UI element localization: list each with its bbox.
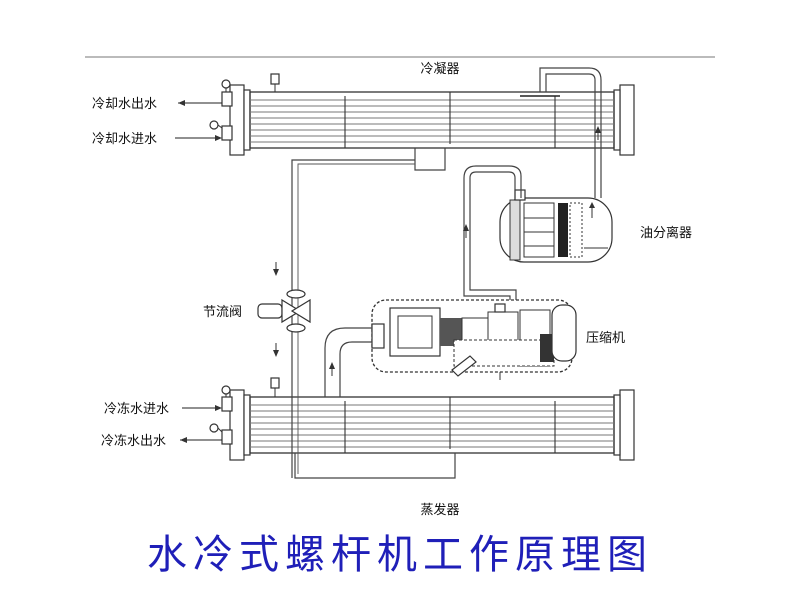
condenser-shell	[249, 91, 615, 149]
cooling-water-out-label: 冷却水出水	[92, 97, 157, 112]
chilled-water-out-label: 冷冻水出水	[101, 433, 166, 449]
chilled-water-in-label: 冷冻水进水	[104, 401, 169, 417]
evaporator-label: 蒸发器	[420, 502, 459, 518]
compressor-label: 压缩机	[586, 330, 625, 346]
condenser-label: 冷凝器	[420, 61, 459, 77]
discharge-line	[520, 67, 602, 198]
cooling-water-in-label: 冷却水进水	[92, 132, 157, 147]
chilled-water-arrows	[180, 405, 222, 443]
condenser	[209, 73, 635, 171]
oil-separator-label: 油分离器	[640, 225, 692, 241]
oil-separator	[499, 189, 613, 263]
evaporator-shell	[249, 396, 615, 454]
condenser-right-flange	[619, 84, 635, 156]
cooling-water-arrows	[175, 100, 222, 141]
condenser-left-sheet	[243, 89, 251, 151]
evaporator-tube-bundle	[250, 404, 614, 448]
expansion-valve	[257, 289, 311, 333]
liquid-line	[273, 159, 415, 478]
expansion-valve-label: 节流阀	[203, 305, 242, 320]
diagram-title: 水冷式螺杆机工作原理图	[147, 532, 653, 578]
screw-compressor	[371, 299, 577, 377]
condenser-tube-bundle	[250, 99, 614, 143]
condenser-right-sheet	[613, 89, 621, 151]
suction-line	[324, 327, 501, 397]
compressor-discharge-line	[463, 165, 522, 305]
evaporator	[209, 377, 635, 479]
